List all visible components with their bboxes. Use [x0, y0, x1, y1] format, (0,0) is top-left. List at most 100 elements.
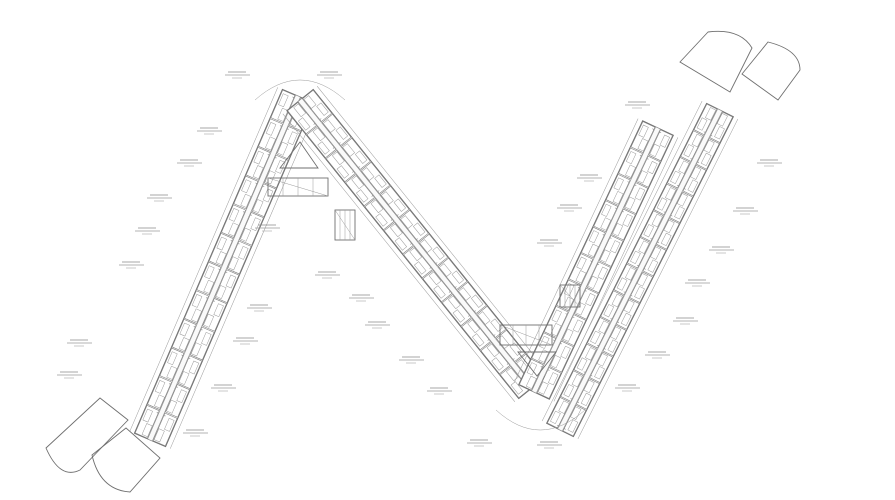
bathroom: [277, 107, 289, 122]
door-swing: [703, 130, 708, 134]
door-swing: [650, 237, 654, 240]
door-swing: [690, 157, 694, 160]
bathroom: [477, 311, 491, 325]
door-swing: [552, 339, 556, 344]
room-label-marks: [467, 439, 492, 447]
door-swing: [248, 214, 253, 217]
ne-pavilion: [741, 41, 801, 101]
bed: [634, 187, 646, 201]
bed: [432, 246, 445, 260]
bathroom: [322, 119, 336, 133]
bathroom: [690, 166, 702, 180]
bed: [580, 392, 592, 407]
bed: [356, 189, 369, 203]
door-swing: [620, 210, 625, 214]
bathroom: [558, 400, 570, 414]
door-swing: [630, 292, 633, 297]
bathroom: [342, 143, 356, 157]
bathroom: [312, 127, 326, 142]
door-swing: [506, 361, 509, 365]
bathroom: [361, 167, 375, 181]
bed: [278, 93, 289, 108]
bed: [607, 339, 619, 353]
bathroom: [716, 113, 728, 127]
bed: [354, 150, 368, 164]
bed: [238, 246, 249, 260]
door-swing: [602, 234, 605, 238]
room-label-marks: [57, 371, 82, 379]
door-swing: [279, 125, 283, 129]
bed: [201, 332, 212, 346]
room-label-marks: [183, 429, 208, 437]
room-label-marks: [399, 356, 424, 364]
bathroom: [537, 381, 549, 395]
stair-core: [334, 209, 356, 241]
bed: [213, 303, 224, 318]
door-swing: [710, 132, 713, 137]
balcony-line: [169, 104, 319, 449]
bed: [142, 408, 153, 423]
room-label-marks: [625, 101, 650, 109]
door-swing: [468, 313, 471, 317]
corridor: [531, 126, 661, 394]
bathroom: [583, 379, 595, 394]
door-swing: [491, 334, 496, 337]
bed: [154, 380, 166, 394]
bathroom: [585, 347, 597, 361]
bed: [674, 206, 685, 220]
door-swing: [511, 358, 515, 361]
door-swing: [639, 154, 643, 159]
bathroom: [703, 139, 715, 154]
bed: [560, 345, 571, 359]
room-label-marks: [757, 159, 782, 167]
door-swing: [410, 241, 413, 245]
door-swing: [596, 343, 601, 347]
balcony-line: [513, 118, 639, 383]
bed: [620, 312, 632, 327]
balcony-line: [282, 113, 516, 402]
bathroom: [153, 428, 165, 443]
bed: [452, 309, 466, 323]
door-swing: [156, 411, 159, 416]
bed: [551, 309, 562, 323]
bed: [656, 197, 668, 211]
door-swing: [576, 399, 580, 404]
door-swing: [645, 157, 649, 161]
room-label-marks: [197, 127, 222, 135]
bathroom: [691, 133, 703, 148]
door-swing: [375, 190, 380, 193]
bed: [714, 126, 725, 140]
bathroom: [215, 251, 227, 266]
door-swing: [429, 265, 432, 269]
bed: [188, 360, 200, 375]
bed: [510, 381, 524, 395]
room-label-marks: [67, 339, 92, 347]
bed: [630, 250, 641, 265]
door-swing: [563, 426, 566, 430]
bed: [451, 270, 464, 284]
bathroom: [240, 227, 252, 242]
bathroom: [599, 249, 611, 263]
bathroom: [303, 95, 317, 109]
bed: [526, 362, 538, 376]
atrium-triangle: [279, 141, 319, 169]
bed: [700, 152, 712, 167]
bathroom: [293, 103, 307, 118]
door-swing: [614, 207, 618, 212]
door-swing: [590, 260, 593, 264]
atrium-triangle: [517, 351, 557, 377]
bathroom: [650, 246, 662, 260]
bathroom: [587, 243, 599, 258]
room-label-marks: [315, 271, 340, 279]
stair-core: [499, 324, 553, 346]
bathroom: [190, 342, 202, 357]
door-swing: [205, 297, 209, 301]
bathroom: [428, 271, 442, 286]
bathroom: [638, 240, 650, 254]
bed: [394, 237, 408, 251]
bathroom: [611, 293, 623, 308]
bathroom: [277, 141, 289, 156]
bed: [643, 224, 655, 238]
bathroom: [438, 263, 452, 277]
